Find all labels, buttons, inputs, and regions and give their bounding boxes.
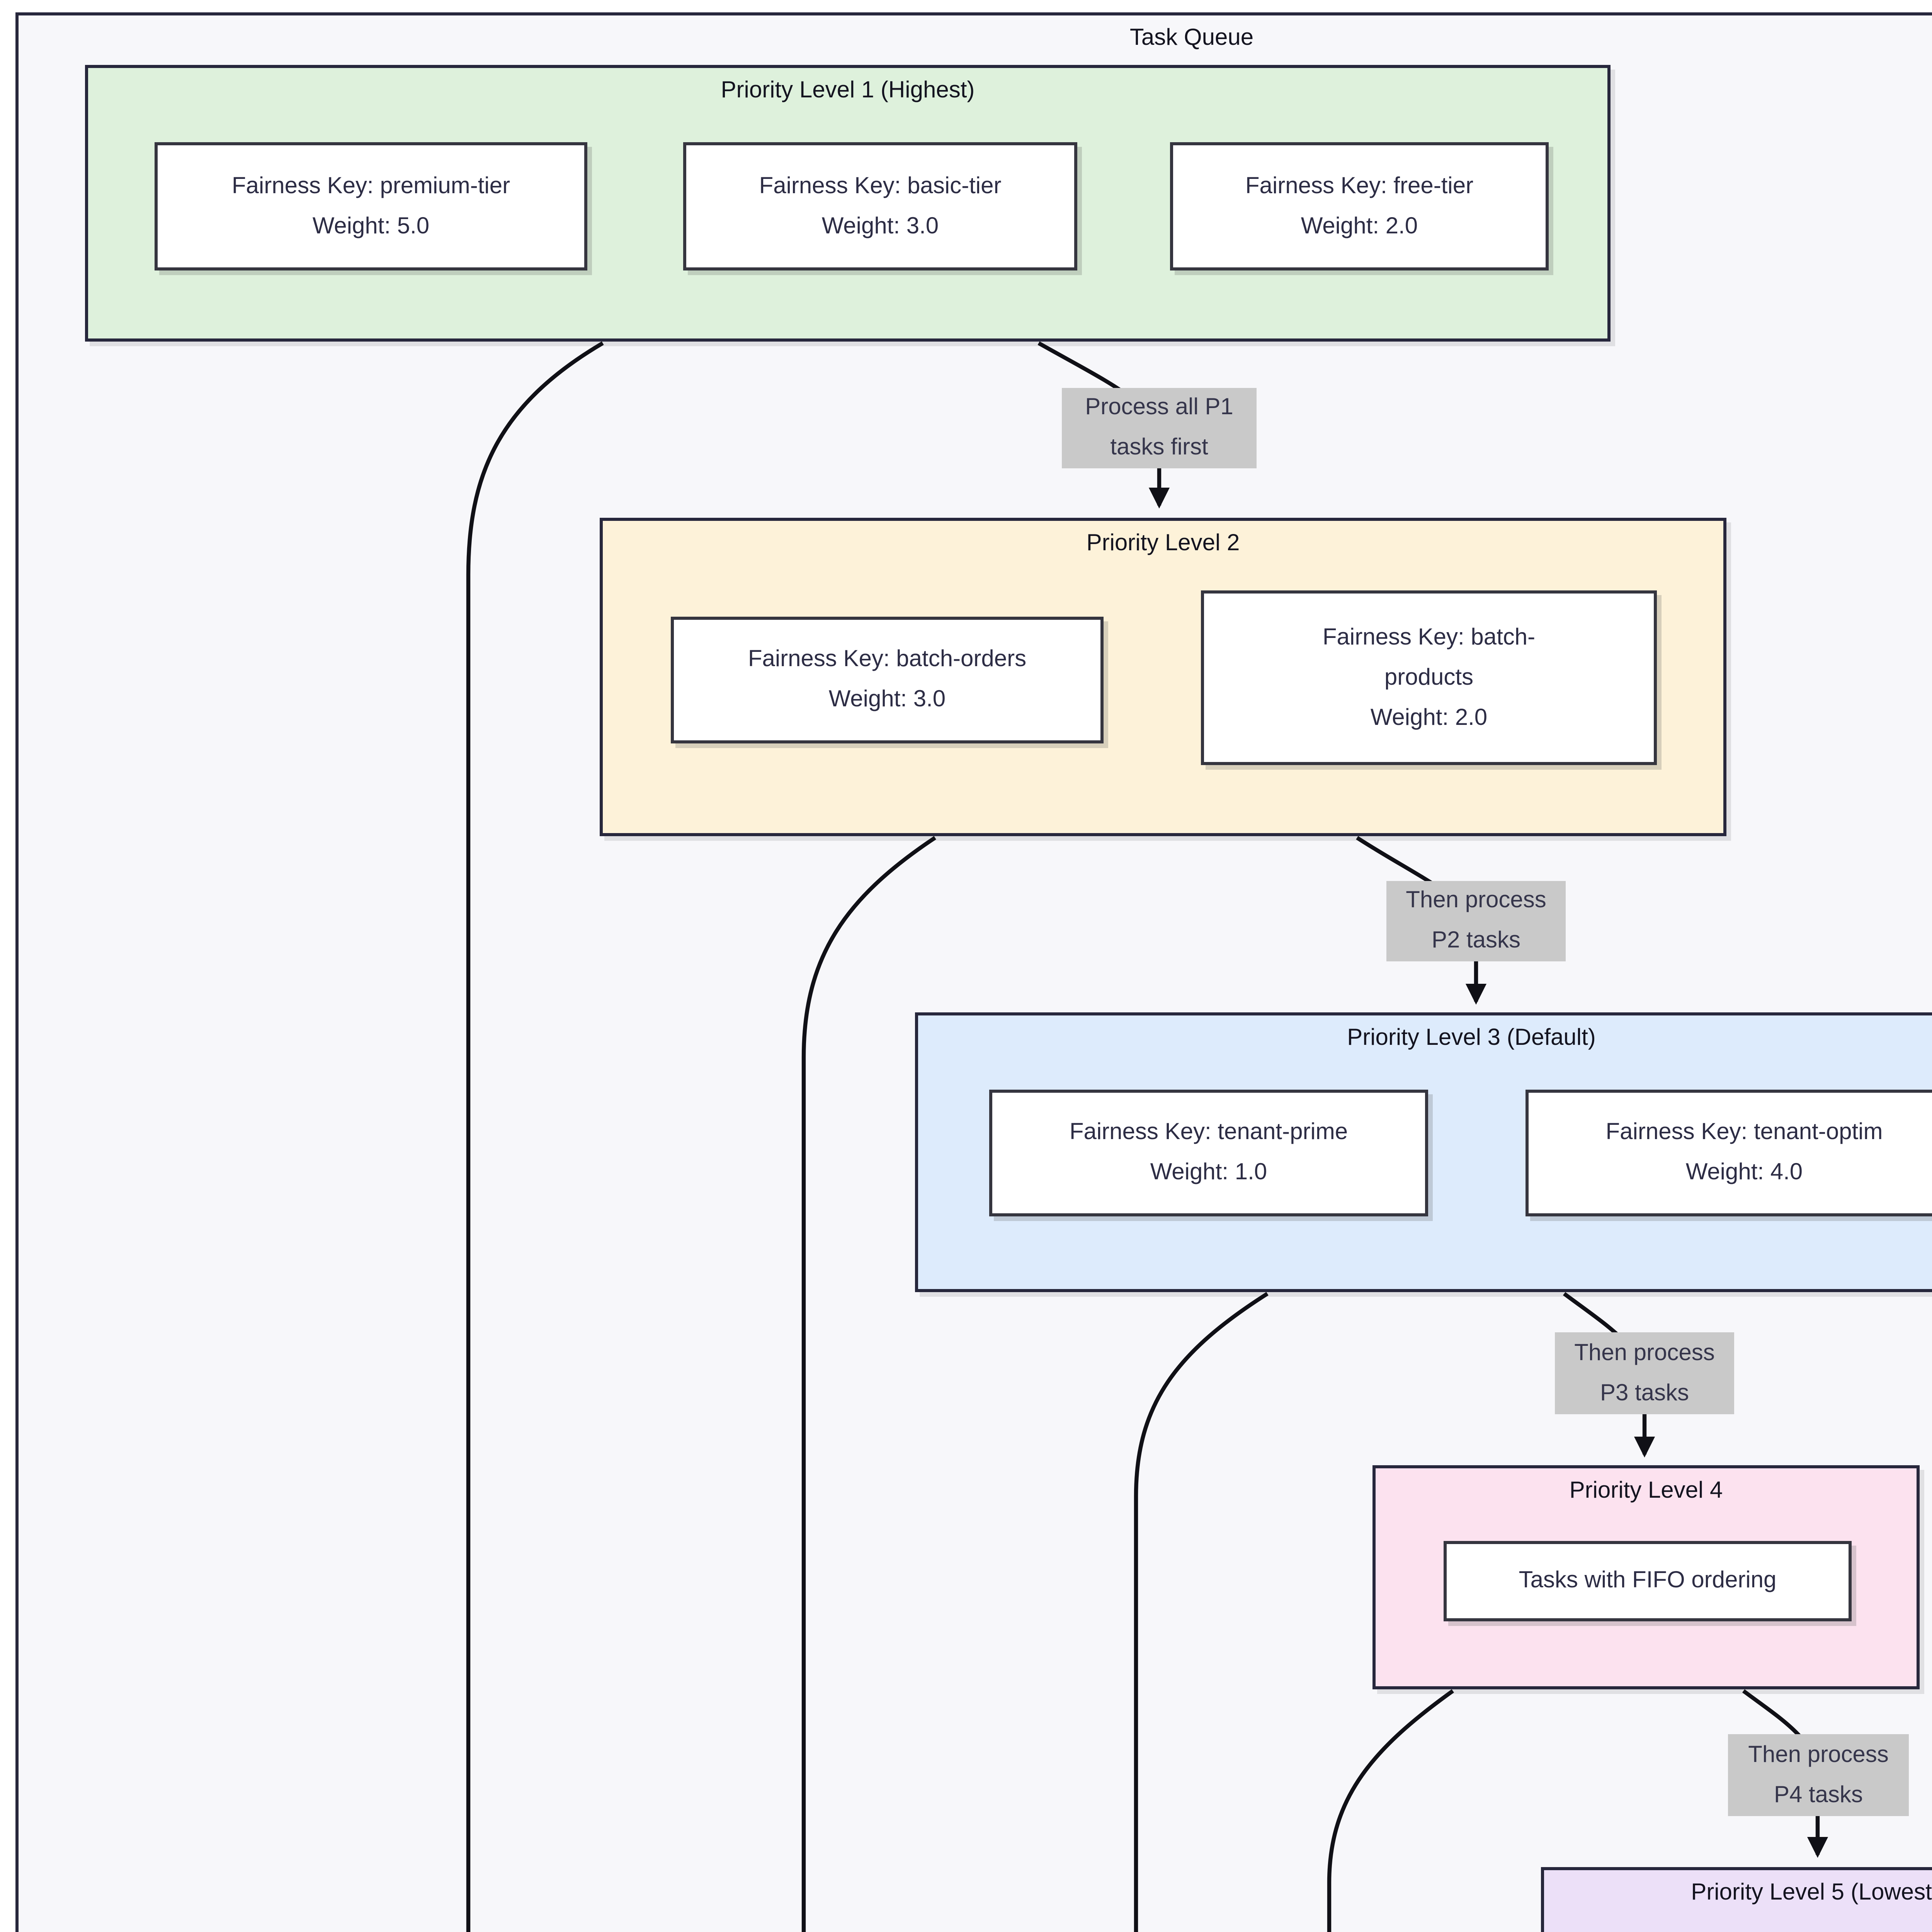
edge-label-line: Then process [1574, 1339, 1715, 1366]
edge-label-line: Process all P1 [1085, 394, 1233, 420]
edge-label-line: P2 tasks [1431, 927, 1521, 954]
node-line: Weight: 1.0 [1150, 1159, 1267, 1185]
cluster-priority-3-title: Priority Level 3 (Default) [1347, 1025, 1596, 1051]
node-tenant-prime: Fairness Key: tenant-prime Weight: 1.0 [989, 1090, 1428, 1216]
edge-label-line: Then process [1406, 887, 1546, 913]
node-batch-orders: Fairness Key: batch-orders Weight: 3.0 [671, 617, 1104, 743]
cluster-priority-5: Priority Level 5 (Lowest) Tasks with FIF… [1541, 1867, 1932, 1932]
cluster-priority-3: Priority Level 3 (Default) Fairness Key:… [915, 1012, 1932, 1292]
node-line: Fairness Key: tenant-optim [1605, 1119, 1883, 1145]
node-fifo-p4: Tasks with FIFO ordering [1444, 1541, 1852, 1621]
node-line: Weight: 3.0 [821, 213, 939, 239]
cluster-priority-4: Priority Level 4 Tasks with FIFO orderin… [1372, 1465, 1920, 1689]
node-line: Weight: 2.0 [1370, 704, 1488, 730]
node-line: Weight: 4.0 [1685, 1159, 1803, 1185]
node-line: Tasks with FIFO ordering [1519, 1567, 1777, 1594]
node-line: Fairness Key: batch- [1322, 624, 1536, 650]
node-basic-tier: Fairness Key: basic-tier Weight: 3.0 [683, 142, 1077, 270]
edge-label-line: Then process [1748, 1741, 1889, 1767]
node-line: Fairness Key: premium-tier [231, 172, 510, 199]
cluster-priority-2: Priority Level 2 Fairness Key: batch-ord… [600, 518, 1726, 836]
node-line: products [1384, 664, 1474, 690]
edge-label-p2-p3: Then process P2 tasks [1386, 881, 1566, 961]
edge-label-line: P3 tasks [1600, 1379, 1689, 1406]
node-tenant-optim: Fairness Key: tenant-optim Weight: 4.0 [1526, 1090, 1932, 1216]
node-line: Weight: 5.0 [312, 213, 430, 239]
edge-label-line: P4 tasks [1774, 1781, 1863, 1808]
task-queue-title: Task Queue [1129, 25, 1254, 51]
cluster-priority-1-title: Priority Level 1 (Highest) [721, 77, 975, 104]
node-line: Fairness Key: tenant-prime [1069, 1119, 1348, 1145]
edge-label-p3-p4: Then process P3 tasks [1555, 1332, 1734, 1414]
node-line: Fairness Key: basic-tier [759, 172, 1002, 199]
cluster-priority-5-title: Priority Level 5 (Lowest) [1691, 1879, 1932, 1906]
node-free-tier: Fairness Key: free-tier Weight: 2.0 [1170, 142, 1549, 270]
node-line: Fairness Key: free-tier [1245, 172, 1474, 199]
edge-label-line: tasks first [1110, 434, 1208, 461]
cluster-priority-4-title: Priority Level 4 [1569, 1478, 1723, 1504]
node-line: Weight: 2.0 [1301, 213, 1418, 239]
edge-label-p4-p5: Then process P4 tasks [1728, 1734, 1909, 1816]
cluster-priority-1: Priority Level 1 (Highest) Fairness Key:… [85, 65, 1611, 342]
node-premium-tier: Fairness Key: premium-tier Weight: 5.0 [155, 142, 587, 270]
node-batch-products: Fairness Key: batch- products Weight: 2.… [1201, 590, 1657, 765]
edge-label-p1-p2: Process all P1 tasks first [1062, 388, 1257, 468]
node-line: Weight: 3.0 [828, 686, 946, 713]
cluster-priority-2-title: Priority Level 2 [1086, 530, 1240, 556]
node-line: Fairness Key: batch-orders [748, 646, 1027, 672]
